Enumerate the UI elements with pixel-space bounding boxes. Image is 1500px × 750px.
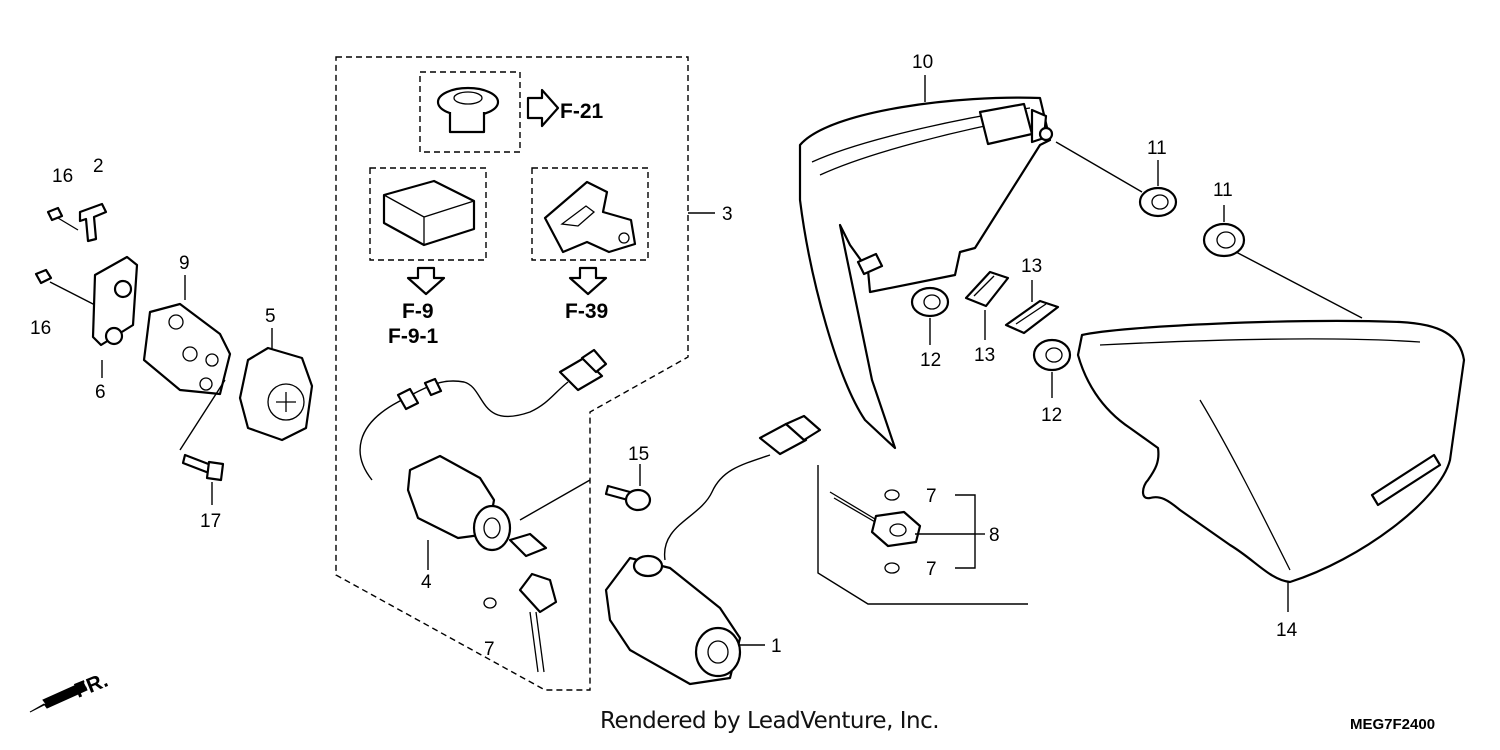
callout-16-lower: 16 bbox=[30, 318, 51, 339]
part-11-grommet-b bbox=[1202, 205, 1363, 319]
callout-1: 1 bbox=[771, 636, 782, 657]
part-7-oring-left bbox=[483, 597, 497, 609]
ref-box-f9 bbox=[369, 167, 487, 261]
callout-14: 14 bbox=[1276, 620, 1298, 641]
part-1-seat-lock bbox=[604, 414, 822, 686]
arrow-f21 bbox=[526, 88, 560, 128]
kit-3-boundary bbox=[335, 56, 689, 691]
callout-15: 15 bbox=[628, 444, 649, 465]
ref-label-f9-1: F-9-1 bbox=[388, 325, 438, 348]
part-17-bolt bbox=[181, 453, 225, 505]
callout-12-b: 12 bbox=[1041, 405, 1062, 426]
callout-16-upper: 16 bbox=[52, 166, 73, 187]
callout-7-left: 7 bbox=[484, 639, 495, 660]
part-15-screw bbox=[604, 464, 652, 512]
part-2-stay bbox=[78, 202, 108, 243]
ref-label-f9: F-9 bbox=[402, 300, 434, 323]
part-13-rubber-b bbox=[1004, 280, 1060, 335]
key-bracket-line bbox=[817, 465, 1028, 605]
front-direction-label: FR. bbox=[71, 669, 111, 703]
grommet-part-f21 bbox=[436, 86, 500, 134]
callout-13-a: 13 bbox=[974, 345, 995, 366]
part-9-plate bbox=[142, 275, 232, 451]
latch-part-f39 bbox=[543, 180, 637, 254]
part-7-oring-upper bbox=[884, 489, 900, 501]
callout-4: 4 bbox=[421, 572, 432, 593]
callout-3: 3 bbox=[722, 204, 733, 225]
callout-2: 2 bbox=[93, 156, 104, 177]
callout-7-upper: 7 bbox=[926, 486, 937, 507]
part-7-oring-lower bbox=[884, 562, 900, 574]
callout-13-b: 13 bbox=[1021, 256, 1042, 277]
part-8-key bbox=[829, 491, 985, 569]
part-12-grommet-b bbox=[1032, 338, 1072, 398]
callout-6: 6 bbox=[95, 382, 106, 403]
front-direction-arrow bbox=[29, 681, 88, 713]
ref-box-f39 bbox=[531, 167, 649, 261]
part-13-rubber-a bbox=[964, 270, 1010, 340]
part-16-bolt-upper bbox=[46, 206, 79, 231]
part-10-side-cover bbox=[798, 75, 1143, 450]
part-14-side-cover bbox=[1076, 319, 1466, 612]
part-4-ignition-switch bbox=[359, 348, 608, 673]
callout-11-a: 11 bbox=[1147, 138, 1167, 159]
ref-label-f39: F-39 bbox=[565, 300, 608, 323]
footer-credit: Rendered by LeadVenture, Inc. bbox=[600, 708, 940, 734]
arrow-f9 bbox=[406, 266, 446, 296]
part-11-grommet-a bbox=[1138, 160, 1178, 218]
callout-17: 17 bbox=[200, 511, 221, 532]
callout-7-lower: 7 bbox=[926, 559, 937, 580]
callout-12-a: 12 bbox=[920, 350, 941, 371]
block-part-f9 bbox=[382, 179, 476, 247]
callout-5: 5 bbox=[265, 306, 276, 327]
arrow-f39 bbox=[568, 266, 608, 296]
part-6-bracket bbox=[91, 255, 139, 378]
callout-8: 8 bbox=[989, 525, 1000, 546]
part-12-grommet-a bbox=[910, 286, 950, 345]
callout-9: 9 bbox=[179, 253, 190, 274]
part-16-bolt-lower bbox=[34, 268, 96, 306]
callout-10: 10 bbox=[912, 52, 933, 73]
callout-11-b: 11 bbox=[1213, 180, 1233, 201]
ref-box-f21 bbox=[419, 71, 521, 153]
ref-label-f21: F-21 bbox=[560, 100, 604, 123]
part-5-lock-body bbox=[238, 328, 314, 442]
diagram-code: MEG7F2400 bbox=[1350, 716, 1436, 733]
